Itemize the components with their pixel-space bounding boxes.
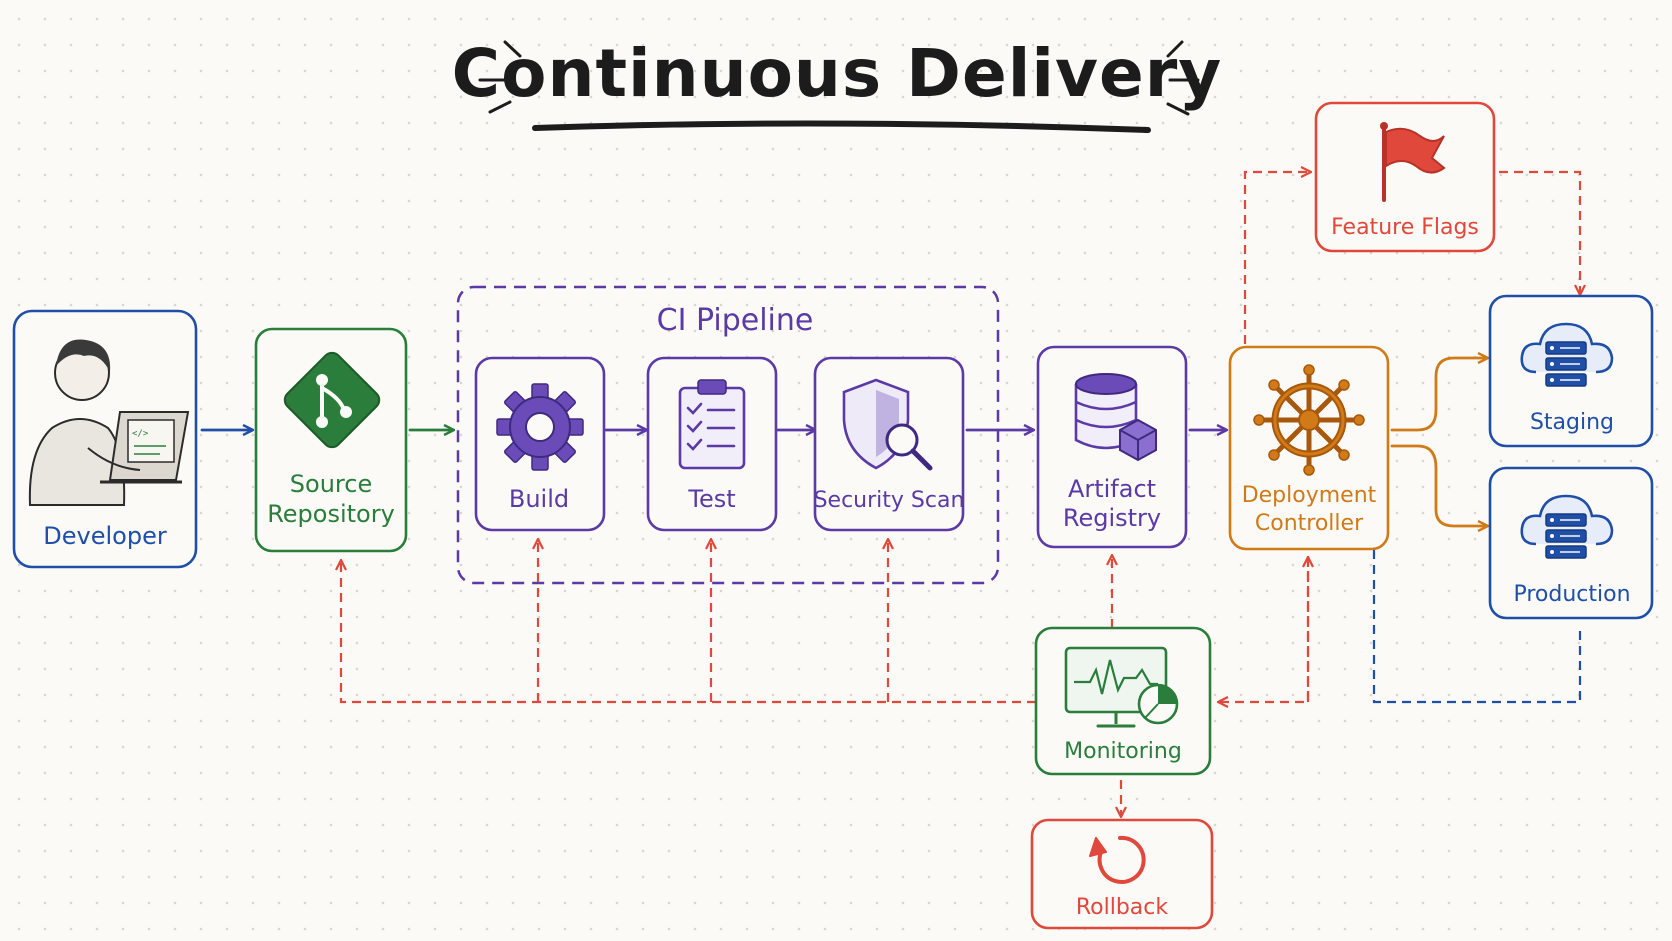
monitoring-label: Monitoring xyxy=(1064,739,1182,764)
cloud-server-icon xyxy=(1520,494,1614,559)
artifact-registry-label-line1: Artifact xyxy=(1068,475,1156,503)
ci-pipeline-group: CI Pipeline xyxy=(456,285,1000,585)
rollback-arrow-icon xyxy=(1089,835,1146,884)
feature-flags-box xyxy=(1314,101,1496,253)
ci-pipeline-border xyxy=(456,285,1000,585)
staging-label: Staging xyxy=(1530,410,1614,435)
feature-flags-label: Feature Flags xyxy=(1331,215,1479,240)
page-title: Continuous Delivery xyxy=(452,35,1223,112)
node-developer[interactable]: </> Developer xyxy=(12,309,198,569)
node-deployment-controller[interactable]: Deployment Controller xyxy=(1228,345,1390,551)
node-security-scan[interactable]: Security Scan xyxy=(814,356,965,532)
cloud-server-icon xyxy=(1520,322,1614,387)
ship-wheel-icon xyxy=(1253,364,1365,476)
gear-icon xyxy=(496,383,584,471)
rollback-box xyxy=(1030,818,1214,930)
controller-to-production-arrow xyxy=(1390,444,1487,526)
source-repository-label-line2: Repository xyxy=(267,500,395,528)
shield-search-icon xyxy=(842,378,933,471)
deployment-controller-label-line1: Deployment xyxy=(1242,483,1377,508)
title-underline xyxy=(532,120,1151,133)
security-scan-label: Security Scan xyxy=(814,488,965,513)
controller-to-monitoring-arrow xyxy=(1219,556,1310,702)
node-production[interactable]: Production xyxy=(1488,466,1654,620)
developer-label: Developer xyxy=(43,522,167,550)
feedback-arrow-to-source xyxy=(341,561,1036,704)
title-sparkles-left xyxy=(478,40,522,114)
database-box-icon xyxy=(1074,373,1157,462)
source-repository-label-line1: Source xyxy=(290,470,372,498)
ci-pipeline-label: CI Pipeline xyxy=(657,303,814,338)
flags-to-staging-arrow xyxy=(1499,170,1580,294)
node-monitoring[interactable]: Monitoring xyxy=(1034,626,1212,776)
title-sparkles-right xyxy=(1166,40,1200,116)
node-source-repository[interactable]: Source Repository xyxy=(254,327,408,553)
node-feature-flags[interactable]: Feature Flags xyxy=(1314,101,1496,253)
deployment-controller-label-line2: Controller xyxy=(1255,511,1364,536)
node-rollback[interactable]: Rollback xyxy=(1030,818,1214,930)
node-test[interactable]: Test xyxy=(646,356,778,532)
clipboard-checklist-icon xyxy=(678,379,746,470)
svg-text:</>: </> xyxy=(132,429,149,439)
controller-to-staging-arrow xyxy=(1390,358,1487,432)
node-build[interactable]: Build xyxy=(474,356,606,532)
artifact-registry-label-line2: Registry xyxy=(1063,504,1161,532)
production-label: Production xyxy=(1513,582,1630,607)
production-to-controller-dashed-link xyxy=(1372,550,1582,704)
test-label: Test xyxy=(687,485,735,513)
main-flow-arrows xyxy=(200,358,1487,526)
flag-icon xyxy=(1380,122,1446,202)
monitor-chart-icon xyxy=(1064,646,1179,728)
node-staging[interactable]: Staging xyxy=(1488,294,1654,448)
title-group: Continuous Delivery xyxy=(452,35,1223,133)
git-icon xyxy=(283,351,381,449)
feedback-connectors xyxy=(341,172,1580,816)
rollback-label: Rollback xyxy=(1076,895,1169,920)
developer-laptop-icon: </> xyxy=(28,339,190,506)
node-artifact-registry[interactable]: Artifact Registry xyxy=(1036,345,1188,549)
build-label: Build xyxy=(509,485,569,513)
controller-to-flags-arrow xyxy=(1243,172,1310,344)
